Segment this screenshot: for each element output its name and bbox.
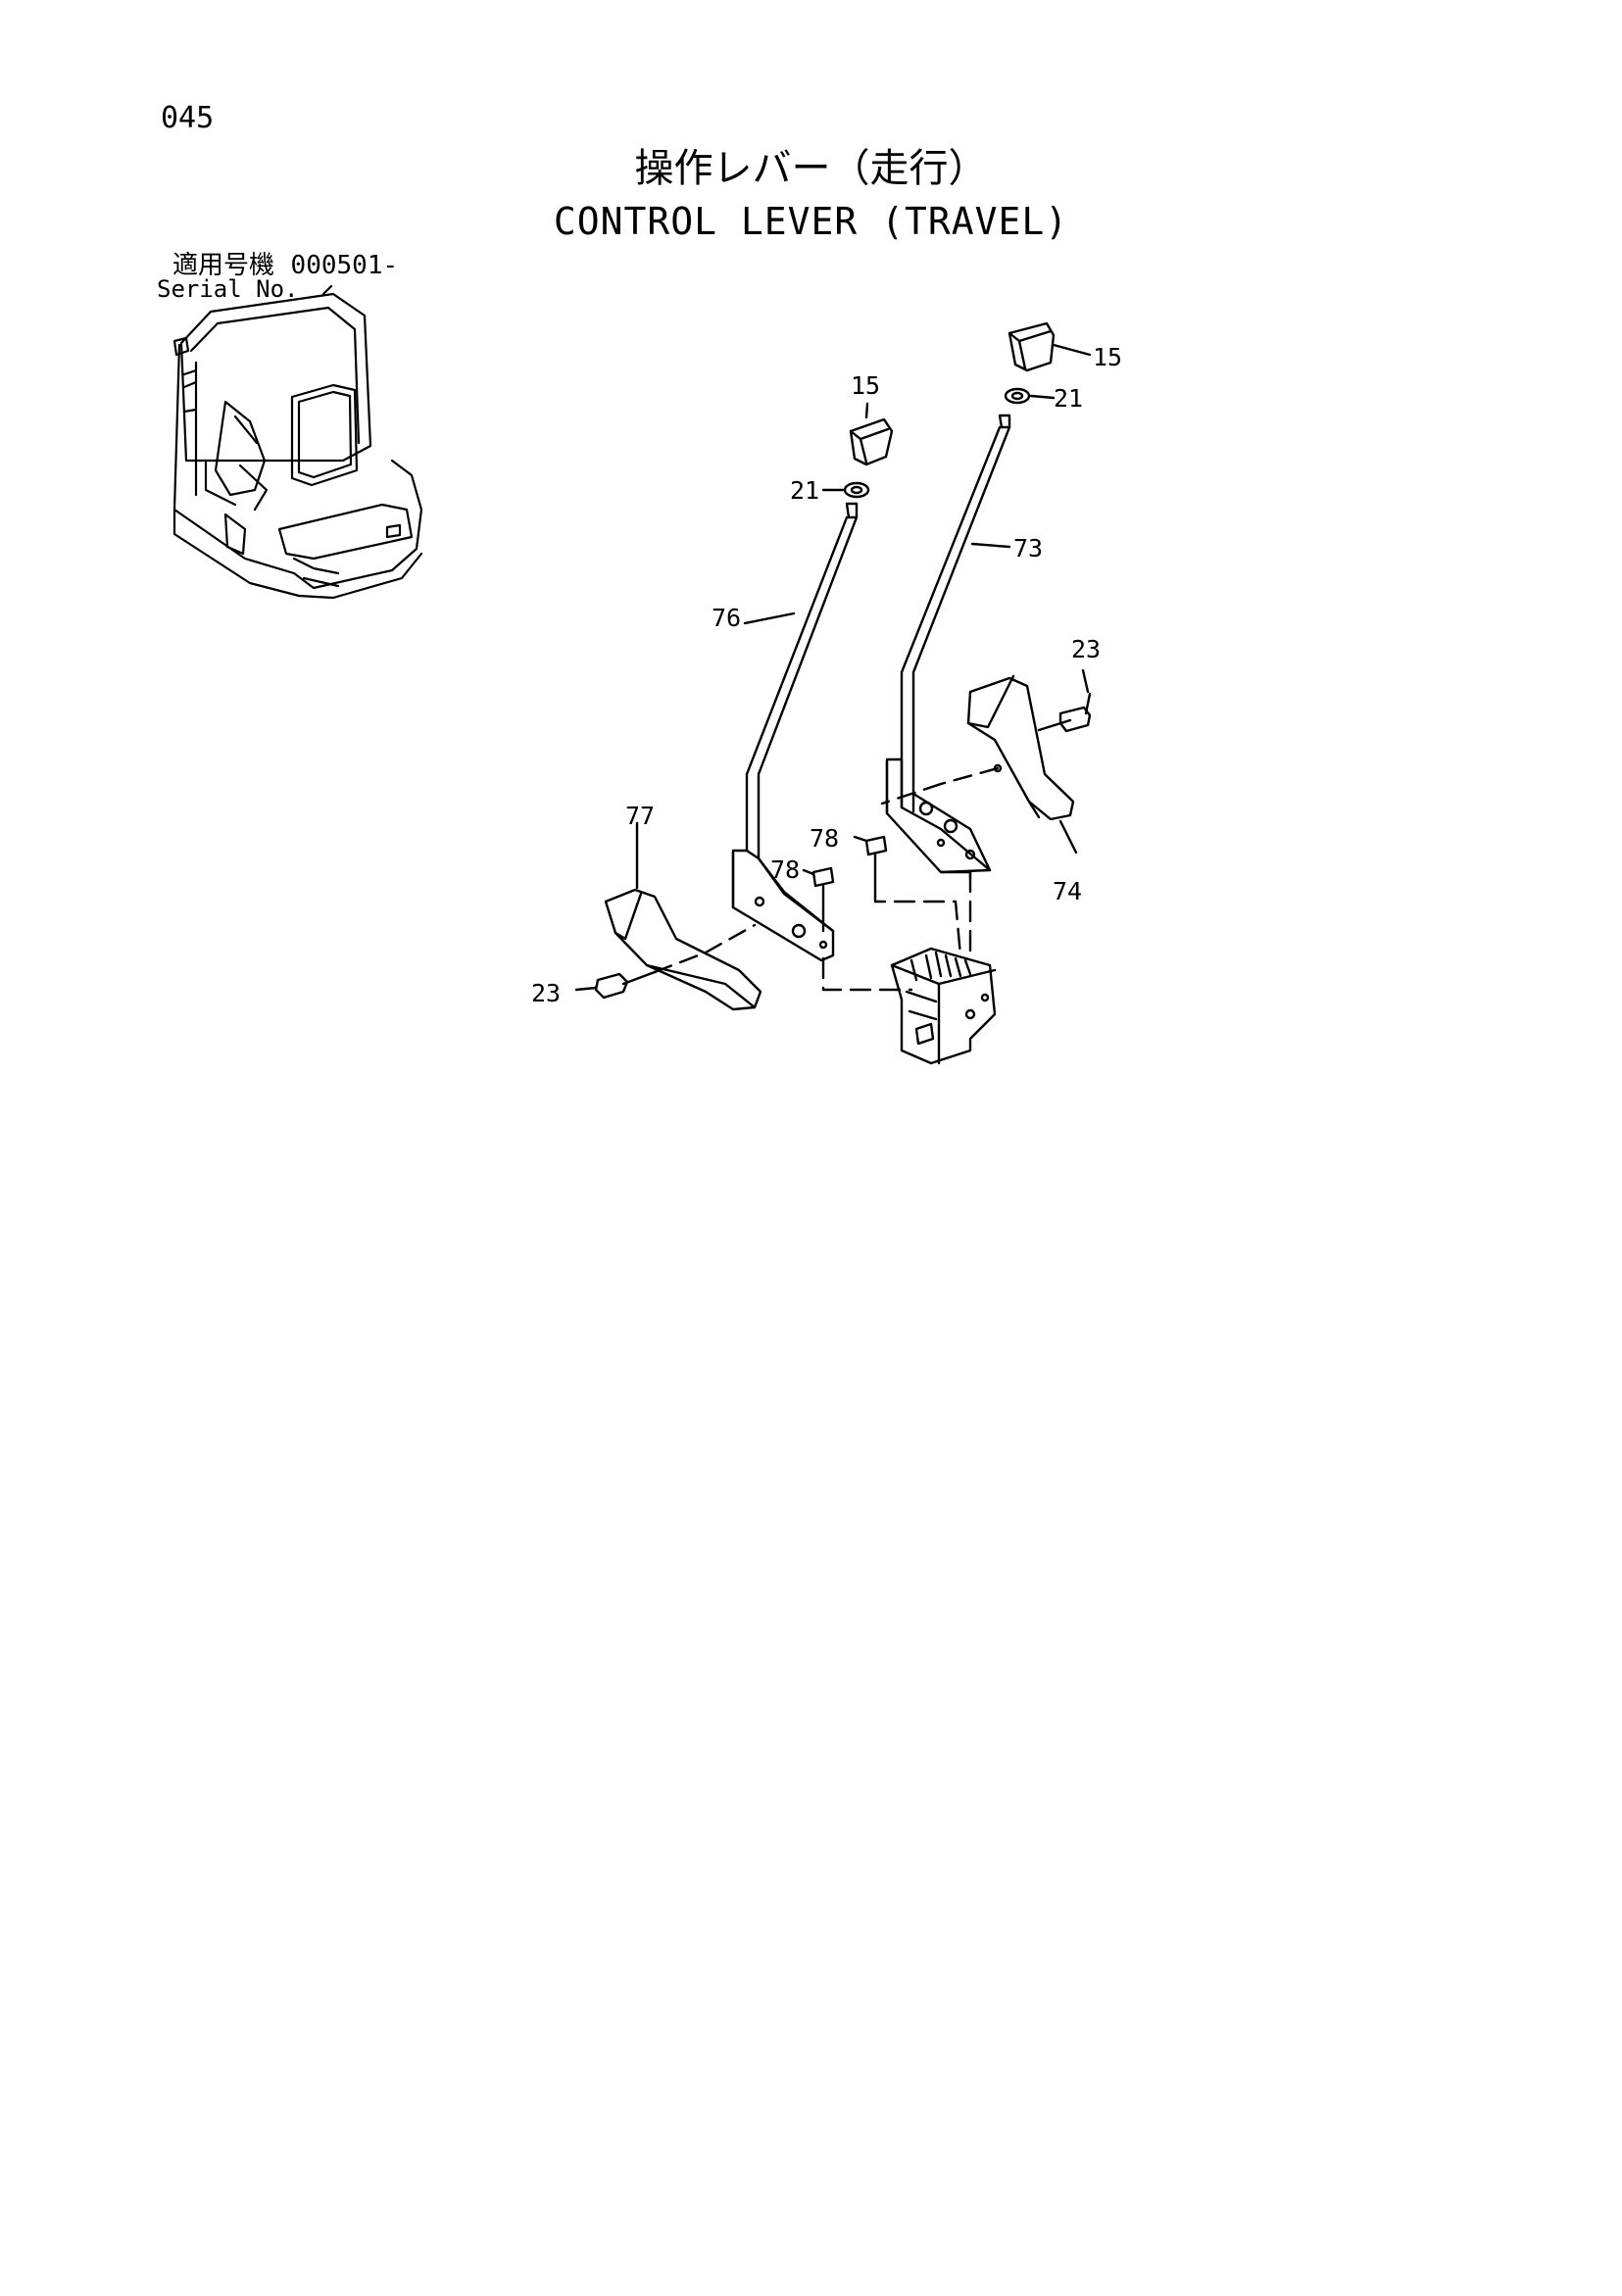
bolt-23-left-icon — [594, 972, 629, 1000]
callout-labels: 15 21 15 21 73 76 23 77 78 78 74 23 — [531, 343, 1122, 1007]
pedal-77-icon — [604, 888, 762, 1011]
serial-applicable-label: 適用号機 000501- — [172, 253, 398, 278]
serial-label-english: Serial No. — [157, 275, 299, 303]
callout-21-left: 21 — [790, 476, 819, 505]
callout-74: 74 — [1053, 877, 1082, 905]
lever-73-icon — [900, 425, 1002, 809]
knob-right-icon — [1008, 321, 1056, 372]
serial-number-value: 000501- — [290, 251, 399, 280]
bolt-78-upper-icon — [864, 835, 888, 856]
washer-left-icon — [843, 481, 870, 499]
callout-23-left: 23 — [531, 979, 561, 1007]
lever-76-icon — [745, 515, 849, 853]
excavator-cab-illustration — [172, 284, 423, 600]
pilot-valve-icon — [890, 947, 997, 1065]
callout-15-left: 15 — [851, 371, 880, 400]
diagram-title-japanese: 操作レバー（走行） — [634, 146, 988, 191]
control-lever-assembly — [574, 321, 1092, 1065]
callout-77: 77 — [625, 802, 655, 830]
knob-left-icon — [849, 417, 894, 466]
callout-23-right: 23 — [1071, 635, 1101, 663]
callout-78-lower: 78 — [770, 855, 800, 884]
pedal-74-icon — [966, 676, 1075, 821]
callout-76: 76 — [712, 604, 741, 632]
callout-78-upper: 78 — [810, 824, 839, 853]
washer-right-icon — [1004, 387, 1031, 405]
bolt-78-lower-icon — [811, 866, 835, 888]
diagram-title-english: CONTROL LEVER (TRAVEL) — [553, 200, 1069, 243]
page-number: 045 — [161, 101, 215, 135]
callout-21-right: 21 — [1054, 384, 1083, 413]
callout-73: 73 — [1013, 534, 1043, 562]
serial-label-japanese: 適用号機 — [172, 251, 275, 280]
callout-15-right: 15 — [1093, 343, 1122, 371]
